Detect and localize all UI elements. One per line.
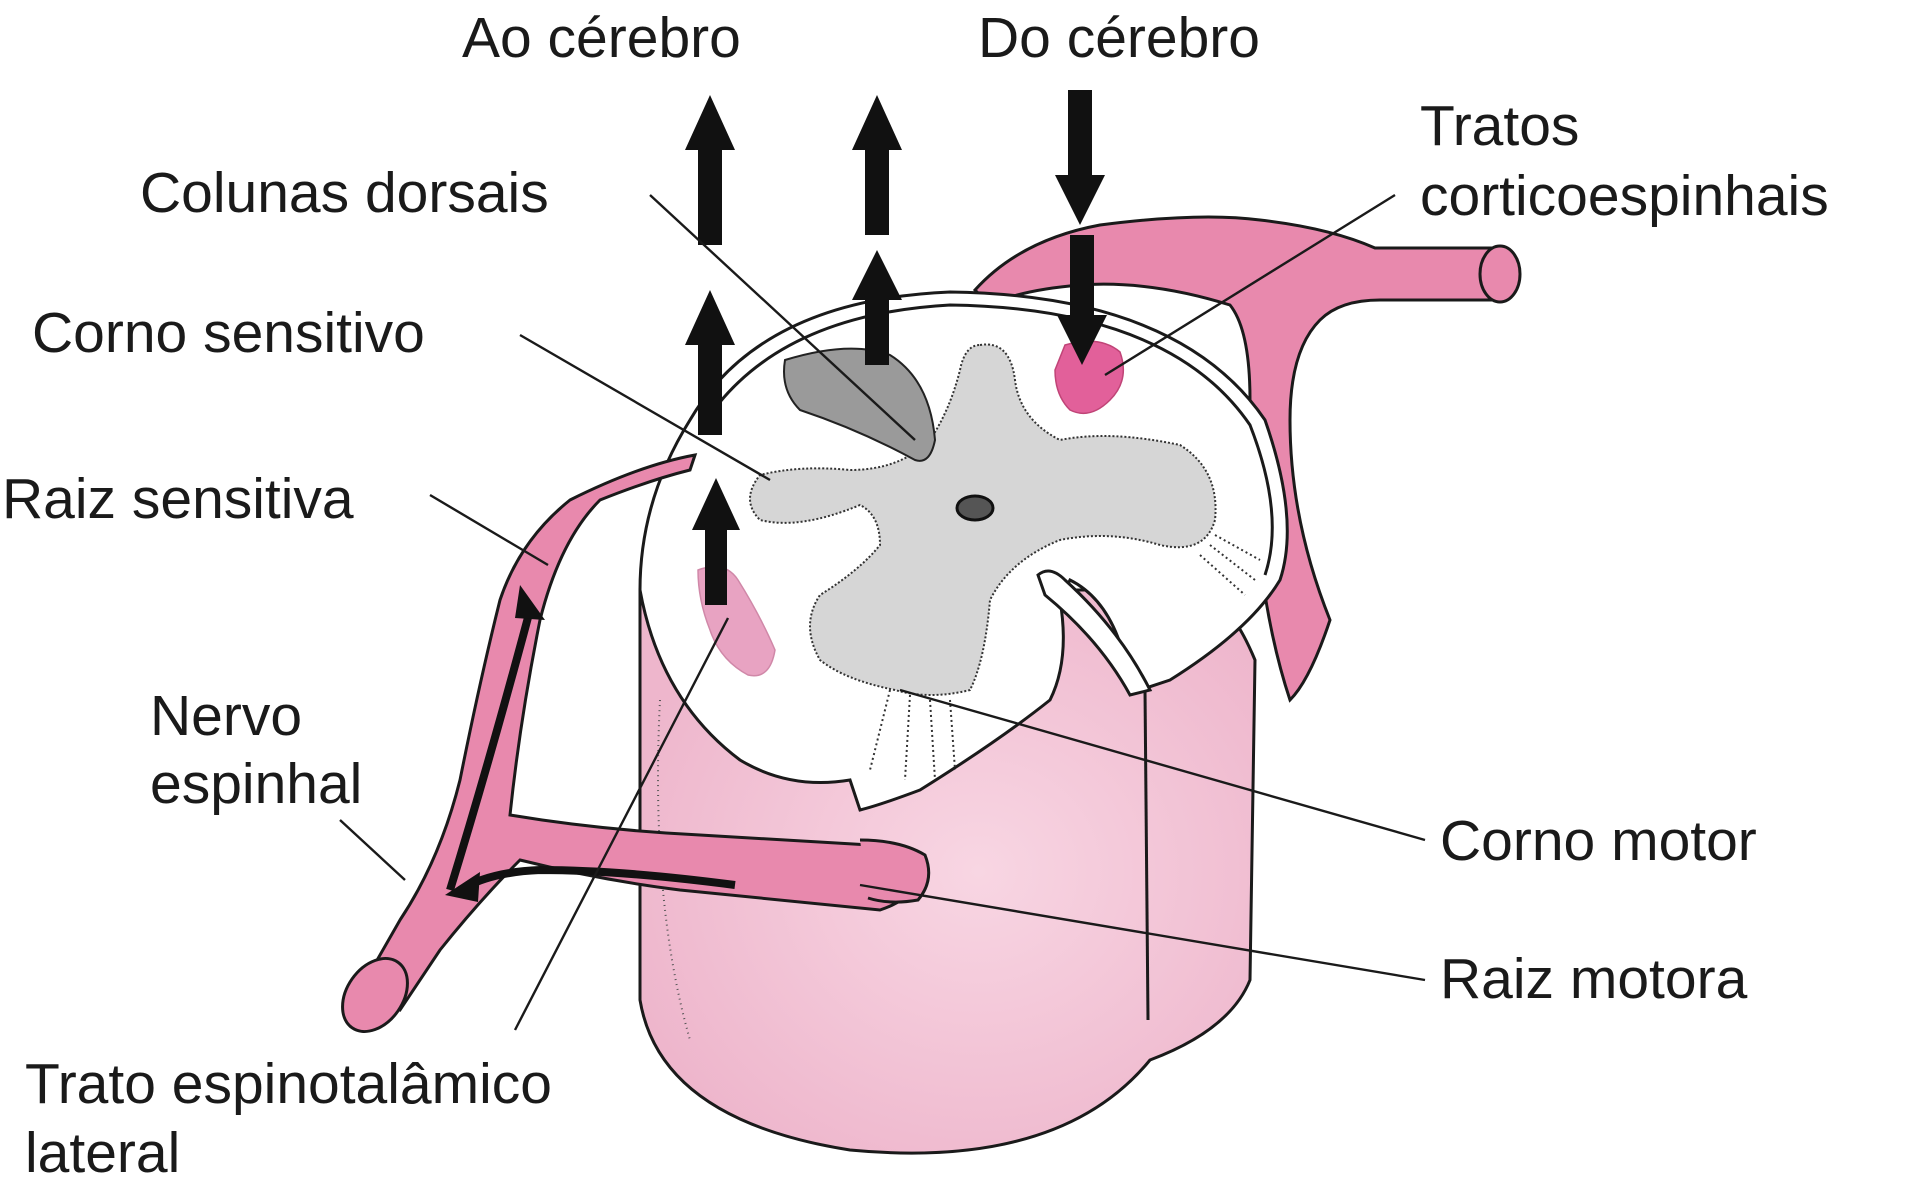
leader-sensory-root — [429, 493, 549, 567]
label-corticospinal-line2: corticoespinhais — [1420, 164, 1829, 228]
leader-spinal-nerve — [339, 819, 406, 881]
leader-dorsal-columns — [649, 194, 916, 441]
label-spinal-nerve-line1: Nervo — [150, 684, 302, 748]
leader-motor-root — [859, 883, 1426, 982]
ascending-arrow-right-lower — [852, 250, 902, 365]
label-to-brain: Ao cérebro — [462, 6, 741, 70]
ascending-arrow-left-lower — [692, 478, 740, 605]
label-sensory-root: Raiz sensitiva — [2, 467, 354, 531]
label-from-brain: Do cérebro — [978, 6, 1260, 70]
left-spinal-nerve — [341, 453, 931, 1033]
right-nerve-roots — [972, 215, 1522, 703]
label-motor-horn: Corno motor — [1440, 809, 1757, 873]
descending-arrow-upper — [1055, 90, 1105, 225]
ascending-arrow-left-middle — [685, 290, 735, 435]
label-motor-root: Raiz motora — [1440, 947, 1748, 1011]
ascending-arrow-right-upper — [852, 95, 902, 235]
grey-matter — [749, 343, 1261, 781]
corticospinal-tract-region — [1054, 340, 1125, 415]
label-spinothalamic-line2: lateral — [25, 1121, 180, 1185]
label-corticospinal-line1: Tratos — [1420, 94, 1579, 158]
label-spinothalamic-line1: Trato espinotalâmico — [25, 1052, 552, 1116]
ascending-arrow-left-upper — [685, 95, 735, 245]
leader-spinothalamic — [513, 617, 730, 1031]
leader-motor-horn — [899, 688, 1426, 842]
leader-corticospinal — [1104, 193, 1396, 377]
label-sensory-horn: Corno sensitivo — [32, 301, 425, 365]
descending-arrow-lower — [1057, 235, 1107, 365]
label-spinal-nerve-line2: espinhal — [150, 752, 362, 816]
leader-sensory-horn — [519, 333, 771, 482]
label-dorsal-columns: Colunas dorsais — [140, 161, 549, 225]
